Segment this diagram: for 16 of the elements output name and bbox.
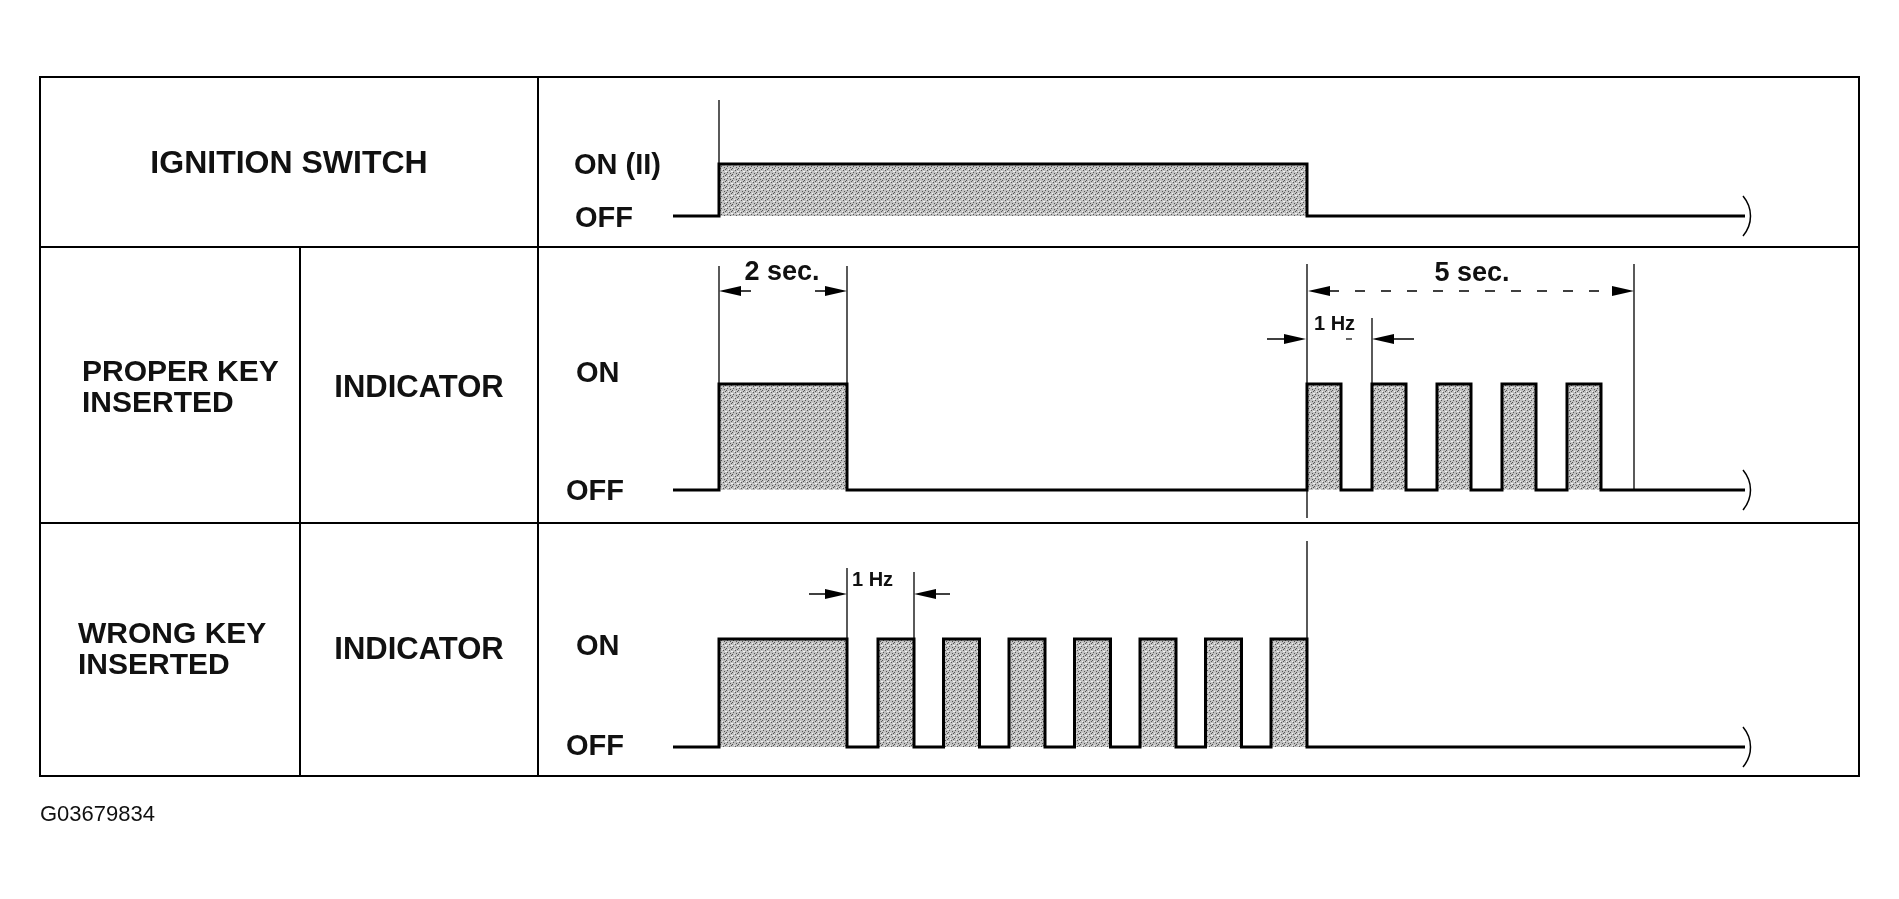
signal-name: INDICATOR [334,632,504,664]
signal-name: IGNITION SWITCH [150,146,428,178]
condition-label: PROPER KEY INSERTED [82,354,280,418]
state-label: ON (II) [574,149,661,179]
state-label: OFF [566,730,624,760]
duration-label: 2 sec. [744,257,820,285]
state-label: ON [576,357,620,387]
condition-label: WRONG KEY INSERTED [78,616,267,680]
state-label: OFF [566,475,624,505]
state-label: OFF [575,202,633,232]
frequency-label: 1 Hz [852,569,894,589]
figure-code: G03679834 [40,803,155,825]
frequency-label: 1 Hz [1314,313,1356,333]
signal-name: INDICATOR [334,370,504,402]
duration-label: 5 sec. [1434,258,1510,286]
state-label: ON [576,630,620,660]
